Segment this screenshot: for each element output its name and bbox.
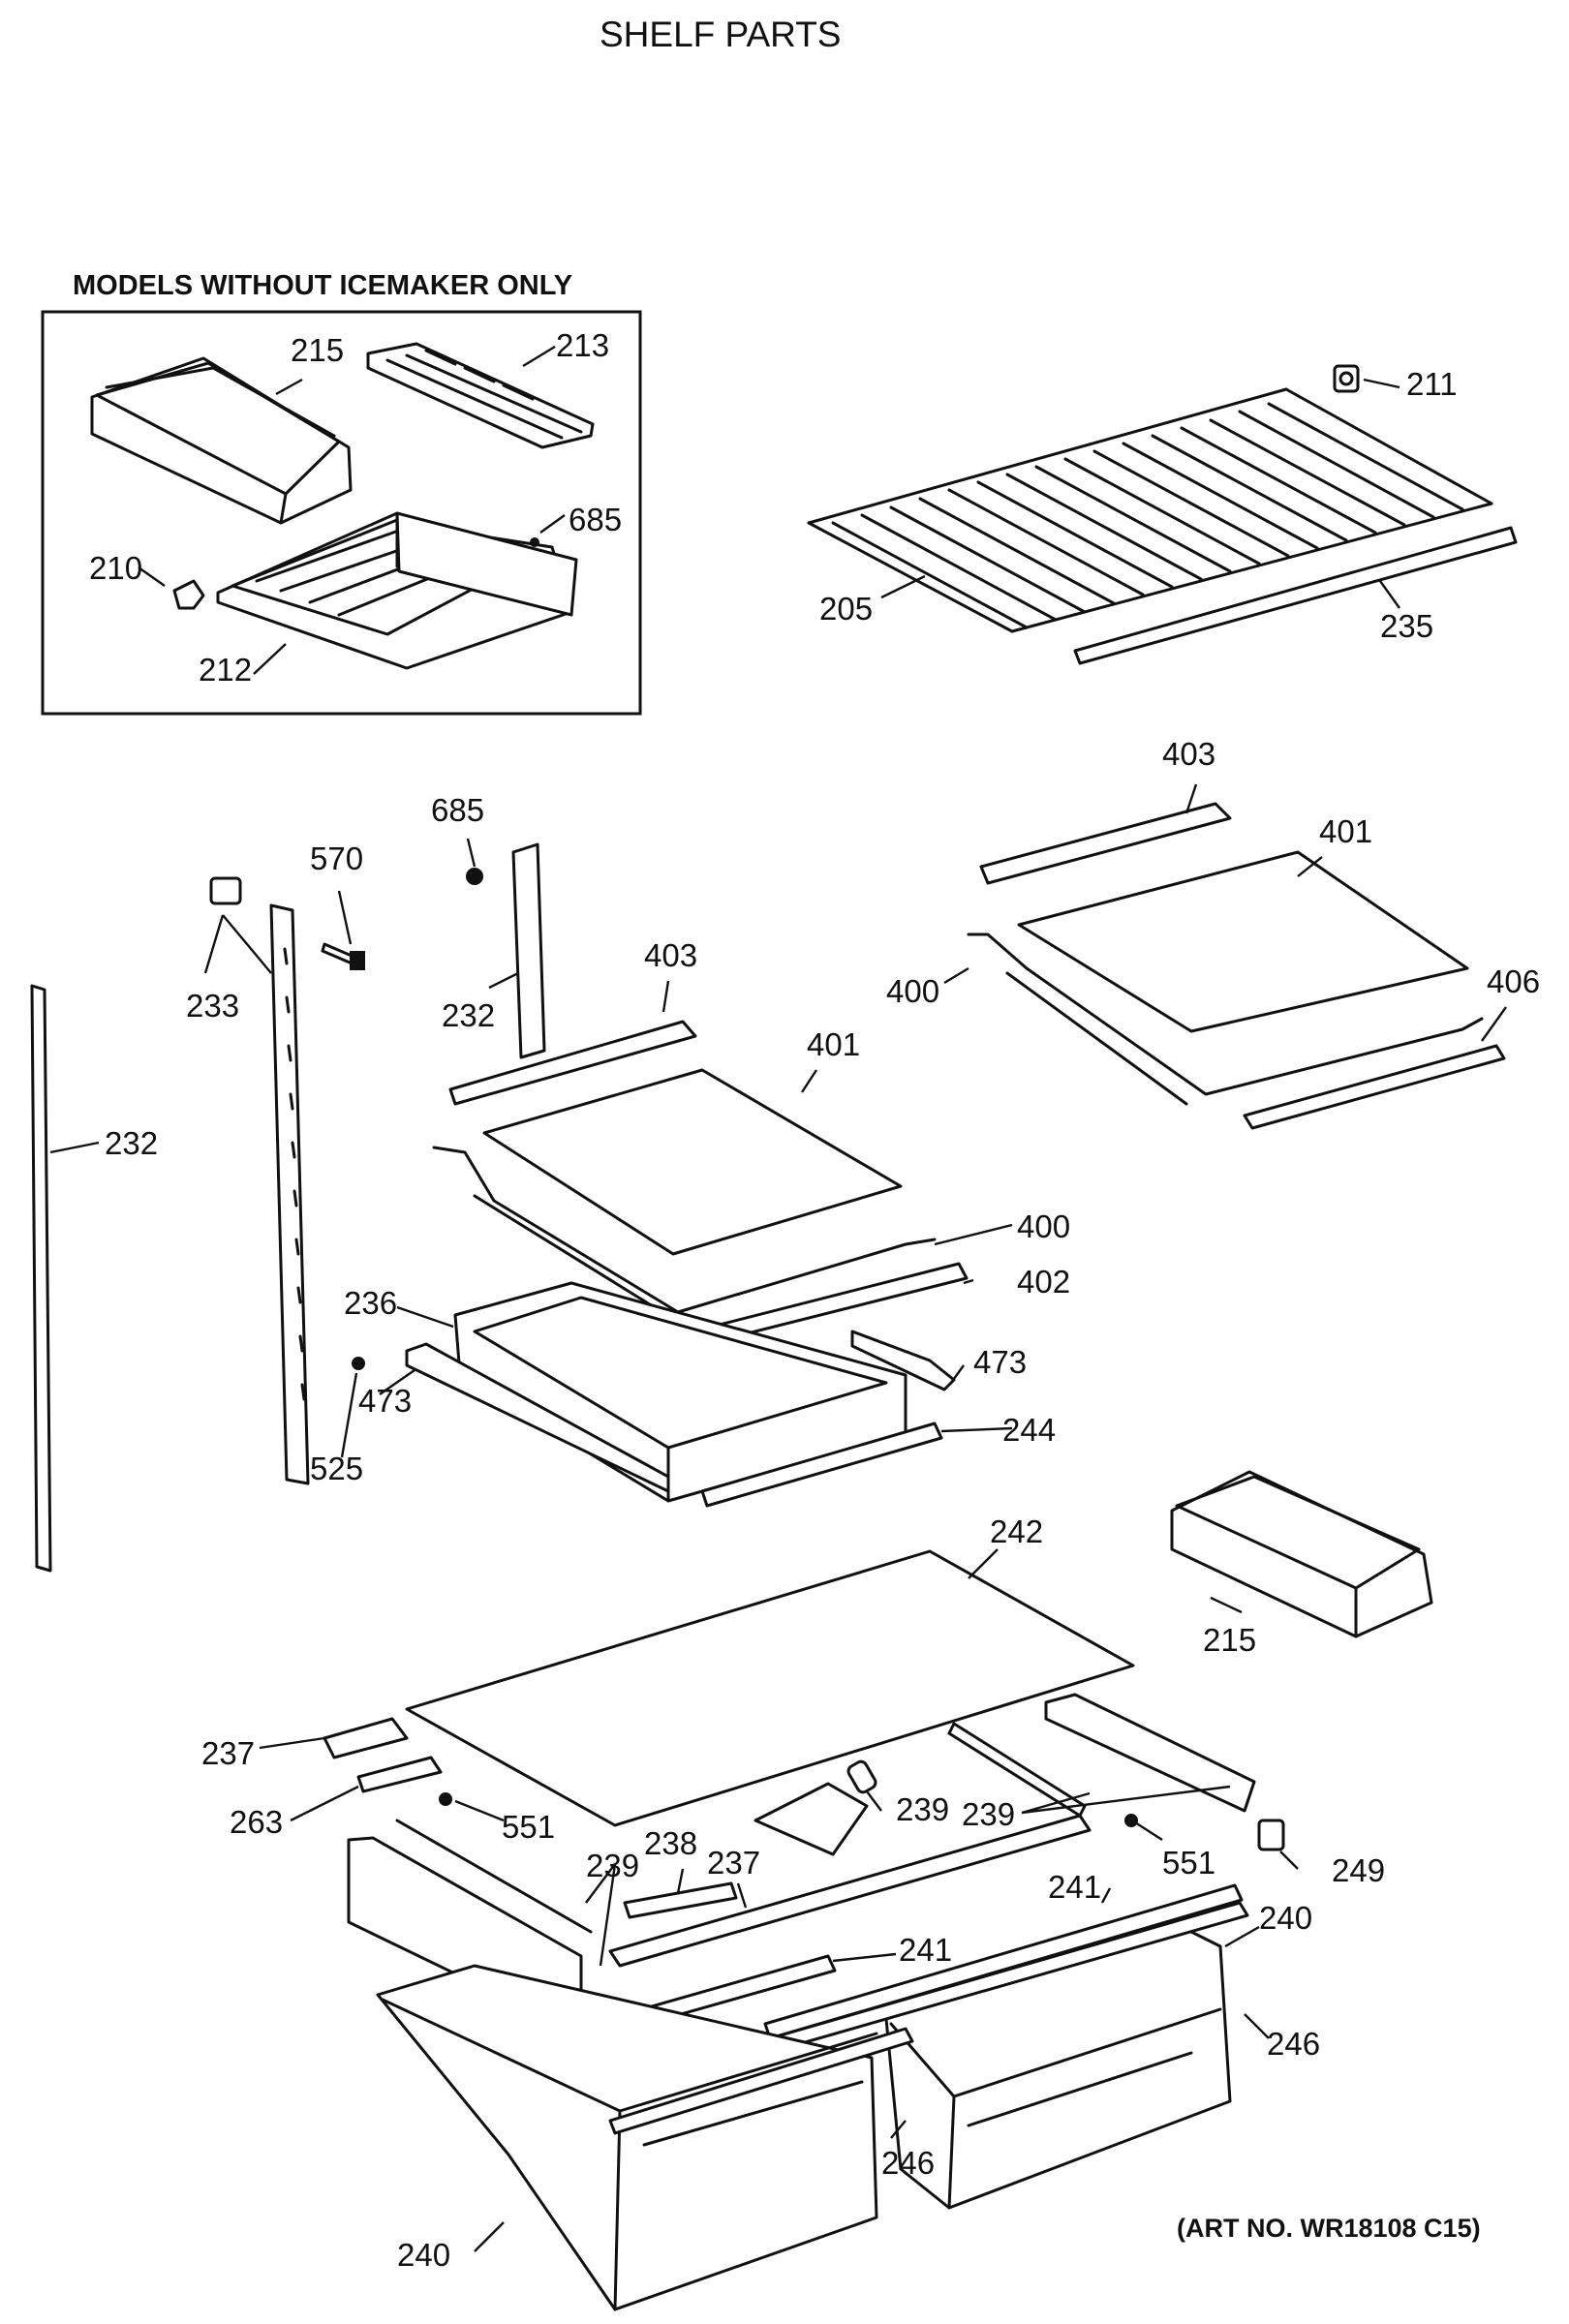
callout-246-right: 246 xyxy=(1267,2026,1320,2062)
callout-239-right: 239 xyxy=(962,1796,1015,1832)
door-bin-215-inset xyxy=(90,356,353,525)
glass-cover-242 xyxy=(405,1549,1135,1827)
wire-shelf-205 xyxy=(807,387,1493,633)
callout-241-right: 241 xyxy=(1048,1869,1101,1905)
support-237-left xyxy=(323,1717,409,1759)
callout-551-left: 551 xyxy=(502,1809,555,1845)
support-263 xyxy=(356,1756,443,1793)
callout-401-right: 401 xyxy=(1319,813,1372,849)
callout-473-left: 473 xyxy=(358,1383,412,1419)
glass-shelf-401-center xyxy=(482,1068,903,1256)
shelf-trim-406 xyxy=(1243,1044,1506,1130)
callout-215-inset: 215 xyxy=(291,332,344,368)
ice-bucket-212 xyxy=(216,511,578,670)
callout-406: 406 xyxy=(1487,963,1540,999)
handle-246-left xyxy=(608,2027,914,2135)
shelf-trim-403-right xyxy=(979,802,1232,885)
callout-244: 244 xyxy=(1002,1412,1056,1448)
callout-400-center: 400 xyxy=(1017,1208,1070,1244)
shelf-frame-400-center xyxy=(432,1146,937,1321)
callout-263: 263 xyxy=(230,1804,283,1840)
screw-685-inset xyxy=(530,537,539,547)
callout-685: 685 xyxy=(431,792,484,828)
bracket-238 xyxy=(623,1881,738,1919)
callout-473-right: 473 xyxy=(973,1344,1027,1380)
door-bin-215 xyxy=(1170,1470,1433,1638)
crisper-trim-244 xyxy=(700,1422,943,1508)
callout-215: 215 xyxy=(1203,1622,1256,1658)
rail-232-left xyxy=(30,984,52,1573)
callout-401-center: 401 xyxy=(807,1026,860,1062)
stop-249 xyxy=(1257,1819,1285,1851)
inset-heading: MODELS WITHOUT ICEMAKER ONLY xyxy=(73,270,572,301)
callout-241-left: 241 xyxy=(899,1932,952,1968)
callout-205: 205 xyxy=(819,591,873,627)
bumper-210 xyxy=(172,579,205,610)
rail-232-center xyxy=(511,842,546,1059)
callout-232-left: 232 xyxy=(105,1125,158,1161)
callout-210: 210 xyxy=(89,550,142,586)
callout-551-right: 551 xyxy=(1162,1845,1215,1881)
shelf-trim-402 xyxy=(710,1262,969,1343)
rail-239-left xyxy=(395,1819,593,1934)
crisper-pan-240-left xyxy=(376,1964,878,2311)
callout-570: 570 xyxy=(310,841,363,876)
slide-473-left xyxy=(405,1342,670,1493)
callout-213: 213 xyxy=(556,327,609,363)
callout-249: 249 xyxy=(1332,1852,1385,1888)
clip-233 xyxy=(209,876,242,905)
callout-235: 235 xyxy=(1380,608,1433,644)
callout-237-center: 237 xyxy=(707,1845,760,1881)
callout-211: 211 xyxy=(1406,366,1458,402)
rail-237-center xyxy=(608,1814,1092,1968)
callout-240-right: 240 xyxy=(1259,1900,1312,1936)
shelf-frame-400-right xyxy=(967,933,1484,1106)
ice-tray-213 xyxy=(366,342,595,449)
bracket-239-center xyxy=(754,1782,869,1856)
page-title: SHELF PARTS xyxy=(600,15,841,54)
callout-240-left: 240 xyxy=(397,2237,450,2273)
leader-lines xyxy=(49,345,1507,2252)
rail-232-ladder-slots xyxy=(283,947,306,1401)
callout-242: 242 xyxy=(990,1514,1043,1549)
callout-402: 402 xyxy=(1017,1264,1070,1300)
callout-239-left: 239 xyxy=(586,1848,639,1883)
callout-239-center: 239 xyxy=(896,1791,949,1827)
callout-403-center: 403 xyxy=(644,937,697,973)
callout-246-left: 246 xyxy=(881,2145,935,2181)
callout-525: 525 xyxy=(310,1451,363,1486)
callout-232-center: 232 xyxy=(442,997,495,1033)
shelf-trim-235 xyxy=(1073,526,1518,665)
callout-685-inset: 685 xyxy=(569,502,622,537)
screw-551-right xyxy=(1124,1814,1138,1827)
art-number: (ART NO. WR18108 C15) xyxy=(1177,2214,1481,2243)
slide-473 xyxy=(850,1330,956,1391)
callout-236: 236 xyxy=(344,1285,397,1321)
callout-237-left: 237 xyxy=(201,1735,255,1771)
screw-551-left xyxy=(439,1792,452,1806)
screw-685 xyxy=(466,868,483,885)
rail-232-ladder xyxy=(269,903,310,1485)
frame-239-right xyxy=(1044,1693,1256,1813)
callout-212: 212 xyxy=(199,652,252,688)
callout-403-right: 403 xyxy=(1162,736,1215,772)
callout-238: 238 xyxy=(644,1825,697,1861)
end-cap-211 xyxy=(1333,364,1360,393)
screw-525 xyxy=(352,1357,365,1370)
callout-400-right: 400 xyxy=(886,973,939,1009)
callout-233: 233 xyxy=(186,988,239,1024)
shelf-trim-403-center xyxy=(448,1020,697,1106)
screw-570 xyxy=(321,942,365,970)
clip-239-center xyxy=(846,1759,877,1794)
inset-frame xyxy=(41,310,642,716)
glass-shelf-401-right xyxy=(1017,850,1469,1033)
